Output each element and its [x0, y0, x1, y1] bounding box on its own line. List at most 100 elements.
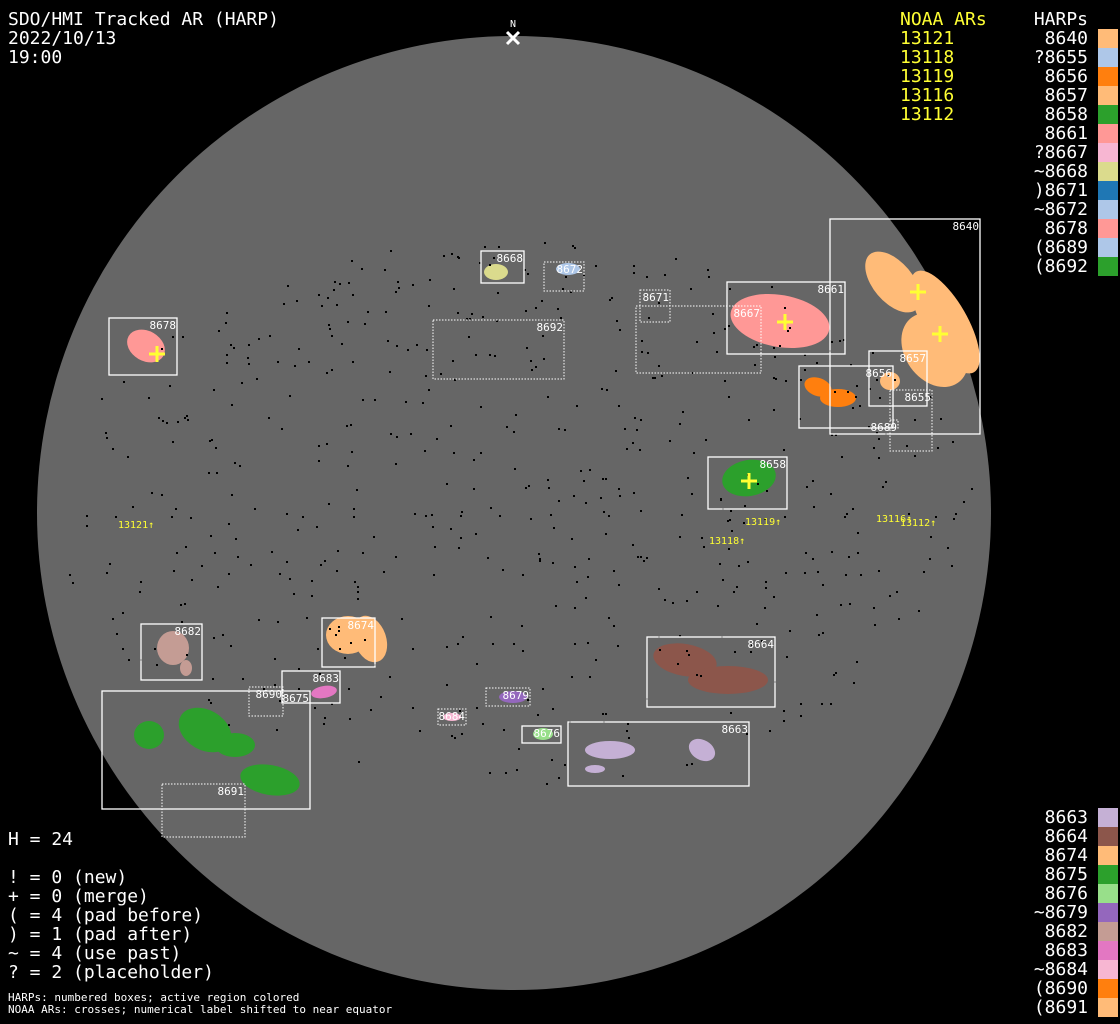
magnetic-speck [659, 649, 661, 651]
magnetic-speck [433, 574, 435, 576]
active-region [180, 660, 192, 676]
magnetic-speck [329, 628, 331, 630]
magnetic-speck [707, 269, 709, 271]
magnetic-speck [492, 643, 494, 645]
harp-box [639, 289, 671, 323]
magnetic-speck [632, 544, 634, 546]
magnetic-speck [352, 294, 354, 296]
magnetic-speck [764, 607, 766, 609]
magnetic-speck [750, 651, 752, 653]
magnetic-speck [237, 556, 239, 558]
magnetic-speck [357, 598, 359, 600]
magnetic-speck [522, 650, 524, 652]
harp-label: ~8679 [1033, 902, 1088, 923]
magnetic-speck [859, 405, 861, 407]
harp-item: 8675 [998, 865, 1088, 884]
magnetic-speck [618, 584, 620, 586]
harp-box [140, 623, 203, 681]
magnetic-speck [233, 347, 235, 349]
magnetic-speck [589, 469, 591, 471]
magnetic-speck [764, 518, 766, 520]
harp-item: ~8679 [998, 903, 1088, 922]
magnetic-speck [298, 348, 300, 350]
magnetic-speck [873, 447, 875, 449]
magnetic-speck [471, 313, 473, 315]
magnetic-speck [324, 717, 326, 719]
magnetic-speck [756, 623, 758, 625]
harp-box [321, 617, 376, 668]
magnetic-speck [595, 659, 597, 661]
magnetic-speck [589, 676, 591, 678]
magnetic-speck [521, 625, 523, 627]
north-marker: N [505, 19, 521, 46]
magnetic-speck [730, 712, 732, 714]
magnetic-speck [412, 284, 414, 286]
active-region [688, 666, 768, 694]
magnetic-speck [216, 472, 218, 474]
magnetic-speck [576, 405, 578, 407]
magnetic-speck [357, 591, 359, 593]
magnetic-speck [573, 495, 575, 497]
harp-box-label: 8676 [534, 727, 561, 740]
magnetic-speck [894, 379, 896, 381]
magnetic-speck [341, 343, 343, 345]
magnetic-speck [407, 349, 409, 351]
magnetic-speck [546, 783, 548, 785]
harp-color-swatch [1098, 257, 1118, 276]
harp-item: ~8668 [998, 162, 1088, 181]
noaa-item: 13112 [900, 104, 955, 125]
magnetic-speck [765, 581, 767, 583]
magnetic-speck [852, 508, 854, 510]
magnetic-speck [316, 526, 318, 528]
harp-color-swatch [1098, 181, 1118, 200]
harp-item: 8676 [998, 884, 1088, 903]
magnetic-speck [425, 515, 427, 517]
magnetic-speck [364, 323, 366, 325]
magnetic-speck [487, 557, 489, 559]
magnetic-speck [716, 351, 718, 353]
magnetic-speck [627, 723, 629, 725]
magnetic-speck [127, 456, 129, 458]
magnetic-speck [743, 522, 745, 524]
magnetic-speck [317, 648, 319, 650]
magnetic-speck [615, 370, 617, 372]
magnetic-speck [480, 452, 482, 454]
magnetic-speck [606, 389, 608, 391]
magnetic-speck [311, 580, 313, 582]
magnetic-speck [878, 570, 880, 572]
magnetic-speck [766, 490, 768, 492]
harp-item: (8690 [998, 979, 1088, 998]
magnetic-speck [184, 603, 186, 605]
magnetic-speck [186, 654, 188, 656]
magnetic-speck [446, 684, 448, 686]
harp-box-label: 8657 [900, 352, 927, 365]
magnetic-speck [412, 648, 414, 650]
magnetic-speck [652, 377, 654, 379]
magnetic-speck [336, 570, 338, 572]
magnetic-speck [730, 510, 732, 512]
magnetic-speck [311, 595, 313, 597]
magnetic-speck [669, 440, 671, 442]
magnetic-speck [634, 417, 636, 419]
harp-color-swatch [1098, 162, 1118, 181]
magnetic-speck [785, 380, 787, 382]
magnetic-speck [475, 533, 477, 535]
harp-color-swatch [1098, 124, 1118, 143]
magnetic-speck [953, 518, 955, 520]
magnetic-speck [479, 262, 481, 264]
magnetic-speck [210, 535, 212, 537]
magnetic-speck [677, 663, 679, 665]
magnetic-speck [971, 488, 973, 490]
magnetic-speck [161, 348, 163, 350]
magnetic-speck [171, 516, 173, 518]
magnetic-speck [268, 417, 270, 419]
noaa-disk-label: 13121↑ [118, 520, 154, 531]
magnetic-speck [239, 465, 241, 467]
magnetic-speck [339, 648, 341, 650]
harp-box [868, 350, 928, 407]
magnetic-speck [258, 338, 260, 340]
noaa-disk-label: 13112↑ [900, 518, 936, 529]
magnetic-speck [350, 424, 352, 426]
magnetic-speck [473, 459, 475, 461]
magnetic-speck [734, 651, 736, 653]
